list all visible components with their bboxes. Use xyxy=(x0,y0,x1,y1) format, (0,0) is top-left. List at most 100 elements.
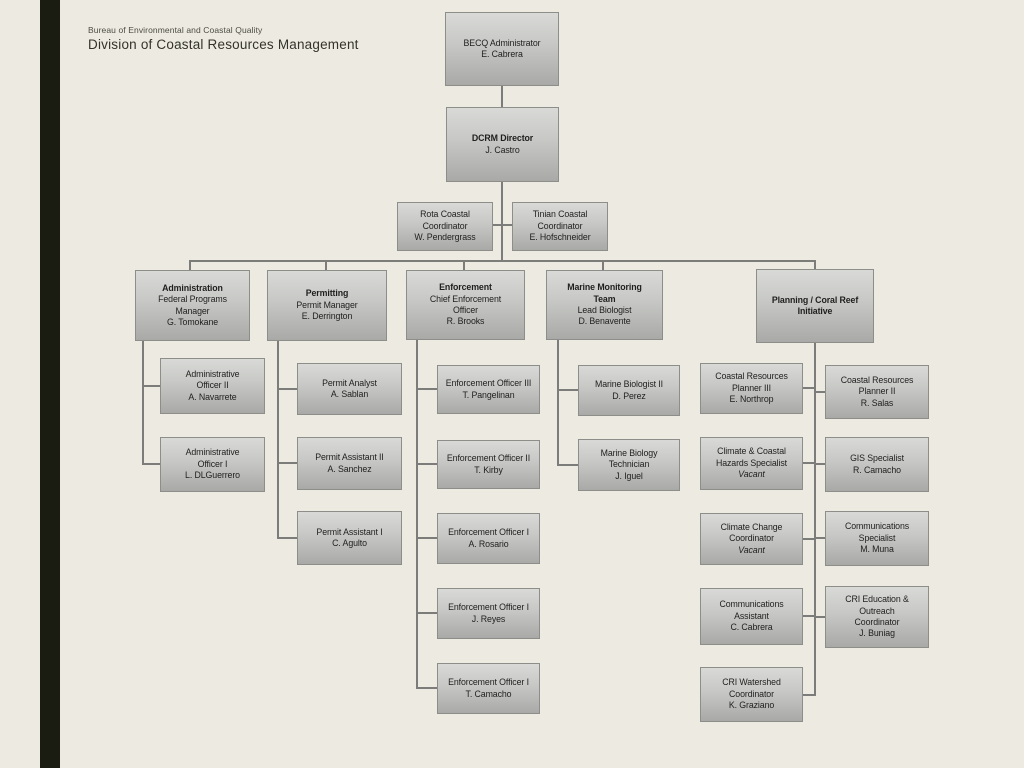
connector-line xyxy=(816,391,825,393)
node-title: Enforcement Officer III xyxy=(445,378,532,389)
node-marine-monitoring-head: Marine Monitoring Team Lead Biologist D.… xyxy=(546,270,663,340)
node-title: Rota Coastal Coordinator xyxy=(420,209,470,231)
node-title: Administrative Officer I xyxy=(185,447,240,469)
node-coastal-resources-planner-3: Coastal Resources Planner III E. Northro… xyxy=(700,363,803,414)
node-title: Tinian Coastal Coordinator xyxy=(532,209,588,231)
connector-line xyxy=(816,463,825,465)
node-planning-cri-head: Planning / Coral Reef Initiative xyxy=(756,269,874,343)
node-permitting-head: Permitting Permit Manager E. Derrington xyxy=(267,270,387,341)
node-title: Communications Assistant xyxy=(719,599,784,621)
node-name: J. Iguel xyxy=(615,470,643,481)
connector-line xyxy=(142,341,144,465)
node-name: C. Cabrera xyxy=(730,622,773,633)
connector-line xyxy=(803,615,814,617)
node-enforcement-officer-3: Enforcement Officer III T. Pangelinan xyxy=(437,365,540,414)
node-name: R. Brooks xyxy=(446,316,485,327)
node-enforcement-officer-1-reyes: Enforcement Officer I J. Reyes xyxy=(437,588,540,639)
node-dcrm-director: DCRM Director J. Castro xyxy=(446,107,559,182)
node-permit-analyst: Permit Analyst A. Sablan xyxy=(297,363,402,415)
node-permit-assistant-2: Permit Assistant II A. Sanchez xyxy=(297,437,402,490)
connector-line xyxy=(816,616,825,618)
connector-line xyxy=(277,388,297,390)
node-name: A. Sanchez xyxy=(327,463,372,474)
node-name: E. Cabrera xyxy=(481,49,523,59)
node-administrative-officer-1: Administrative Officer I L. DLGuerrero xyxy=(160,437,265,492)
node-title: Enforcement Officer II xyxy=(446,453,531,464)
connector-line xyxy=(803,694,816,696)
node-title: Permit Analyst xyxy=(322,377,377,388)
connector-line xyxy=(463,262,465,270)
node-name: K. Graziano xyxy=(728,700,775,711)
node-name: Vacant xyxy=(738,544,765,555)
connector-line xyxy=(277,341,279,539)
node-climate-change-coordinator: Climate Change Coordinator Vacant xyxy=(700,513,803,565)
connector-line xyxy=(416,340,418,689)
connector-line xyxy=(557,464,578,466)
node-title: DCRM Director xyxy=(471,133,534,144)
node-name: T. Pangelinan xyxy=(462,389,515,400)
bureau-title: Bureau of Environmental and Coastal Qual… xyxy=(88,25,263,35)
node-administration-head: Administration Federal Programs Manager … xyxy=(135,270,250,341)
node-coastal-resources-planner-2: Coastal Resources Planner II R. Salas xyxy=(825,365,929,419)
node-role: Federal Programs Manager xyxy=(158,294,227,316)
node-title: Enforcement Officer I xyxy=(448,602,529,613)
node-title: Enforcement Officer I xyxy=(448,527,529,538)
node-name: A. Navarrete xyxy=(188,391,237,402)
node-name: A. Rosario xyxy=(468,538,509,549)
node-title: Coastal Resources Planner II xyxy=(840,374,914,397)
connector-line xyxy=(602,262,604,270)
node-title: Marine Biologist II xyxy=(594,379,664,390)
connector-line xyxy=(493,224,512,226)
connector-line xyxy=(814,343,816,696)
node-role: Lead Biologist xyxy=(577,305,632,315)
left-accent-stripe xyxy=(40,0,60,768)
node-title: Permitting xyxy=(305,288,349,299)
node-enforcement-head: Enforcement Chief Enforcement Officer R.… xyxy=(406,270,525,340)
node-title: Administration xyxy=(162,282,223,293)
connector-line xyxy=(277,537,297,539)
node-becq-administrator: BECQ Administrator E. Cabrera xyxy=(445,12,559,86)
node-title: BECQ Administrator xyxy=(463,37,541,48)
node-role: Chief Enforcement Officer xyxy=(429,293,502,315)
connector-line xyxy=(814,260,816,270)
node-name: M. Muna xyxy=(860,544,894,555)
node-name: C. Agulto xyxy=(332,538,367,548)
node-title: Permit Assistant II xyxy=(315,452,384,463)
node-name: G. Tomokane xyxy=(166,316,219,327)
node-name: D. Benavente xyxy=(578,316,631,327)
node-title: CRI Education & Outreach Coordinator xyxy=(845,594,909,627)
connector-line xyxy=(803,387,814,389)
connector-line xyxy=(142,463,161,465)
node-name: R. Salas xyxy=(860,397,894,408)
connector-line xyxy=(501,86,503,108)
connector-line xyxy=(557,389,578,391)
node-title: Marine Biology Technician xyxy=(600,447,658,470)
node-title: Permit Assistant I xyxy=(316,526,383,537)
node-role: Permit Manager xyxy=(296,299,358,310)
connector-line xyxy=(803,538,814,540)
node-name: T. Camacho xyxy=(465,688,512,699)
node-title: Marine Monitoring Team xyxy=(567,282,642,304)
node-name: W. Pendergrass xyxy=(414,232,476,243)
node-enforcement-officer-1-camacho: Enforcement Officer I T. Camacho xyxy=(437,663,540,714)
node-marine-biology-technician: Marine Biology Technician J. Iguel xyxy=(578,439,680,491)
node-name: L. DLGuerrero xyxy=(185,470,240,481)
node-title: Administrative Officer II xyxy=(185,368,240,391)
connector-line xyxy=(189,260,191,270)
node-title: Coastal Resources Planner III xyxy=(715,371,788,393)
node-enforcement-officer-1-rosario: Enforcement Officer I A. Rosario xyxy=(437,513,540,564)
connector-line xyxy=(416,463,437,465)
node-administrative-officer-2: Administrative Officer II A. Navarrete xyxy=(160,358,265,414)
node-cri-education-outreach-coordinator: CRI Education & Outreach Coordinator J. … xyxy=(825,586,929,648)
division-title: Division of Coastal Resources Management xyxy=(88,37,359,52)
node-name: J. Reyes xyxy=(471,613,506,624)
connector-line xyxy=(803,462,814,464)
connector-line xyxy=(816,537,825,539)
connector-line xyxy=(277,462,297,464)
node-name: A. Sablan xyxy=(330,389,369,399)
node-gis-specialist: GIS Specialist R. Camacho xyxy=(825,437,929,492)
node-title: Enforcement Officer I xyxy=(448,677,529,688)
node-name: Vacant xyxy=(738,469,765,480)
connector-line xyxy=(501,182,503,262)
